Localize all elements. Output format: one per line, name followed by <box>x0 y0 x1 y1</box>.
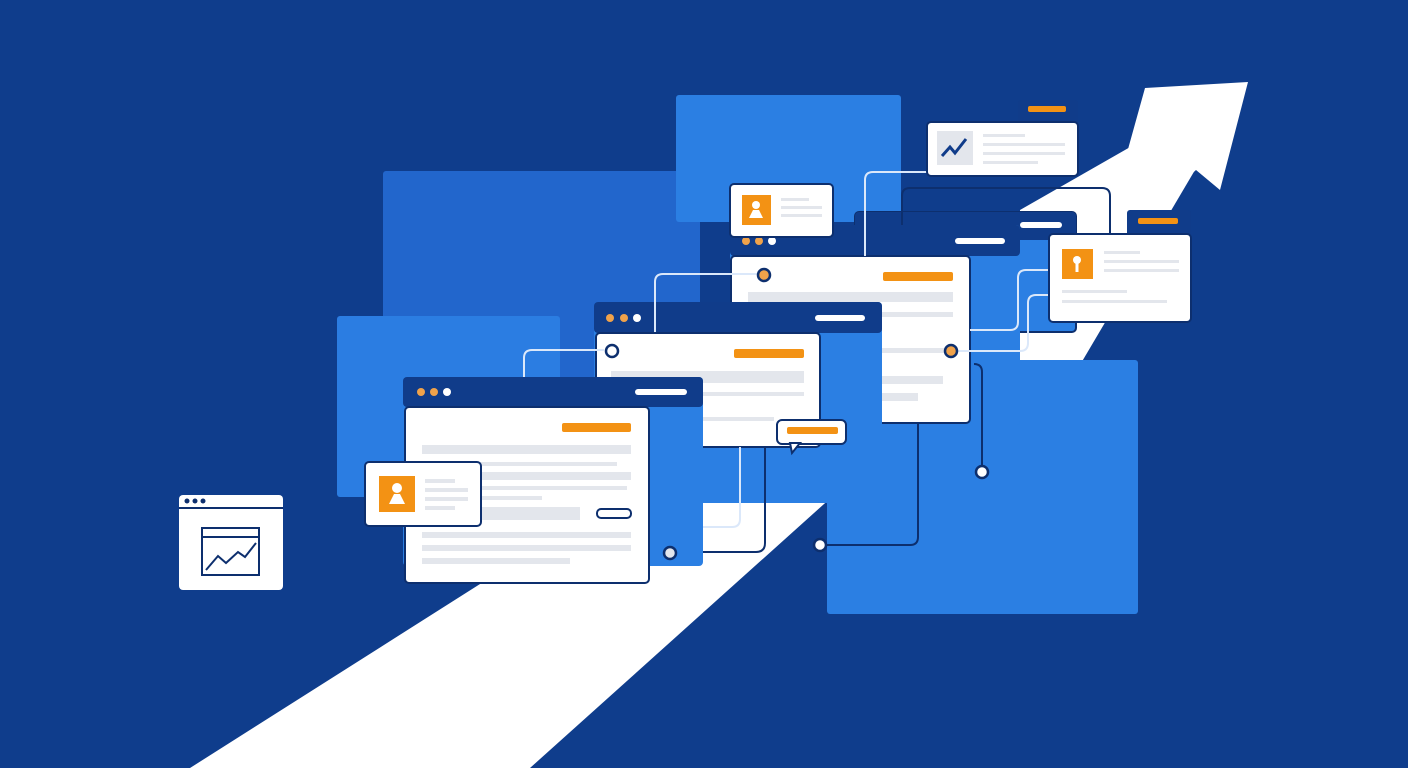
node <box>812 537 828 553</box>
chart-card <box>926 100 1079 177</box>
window-dot <box>742 237 750 245</box>
line-chart-window <box>179 495 283 590</box>
alert-card <box>1048 210 1192 323</box>
accent-bar <box>734 349 804 358</box>
window-dot <box>417 388 425 396</box>
connector-lines <box>523 171 1111 553</box>
window-dot <box>633 314 641 322</box>
node <box>756 267 772 283</box>
window-dot <box>443 388 451 396</box>
node <box>974 464 990 480</box>
user-profile-icon <box>742 195 771 225</box>
node <box>604 343 620 359</box>
connector-nodes <box>604 267 990 561</box>
window-dot <box>620 314 628 322</box>
chart-check-icon <box>937 131 973 165</box>
node <box>943 343 959 359</box>
profile-card <box>364 461 482 527</box>
profile-card <box>729 183 834 238</box>
window-dot <box>768 237 776 245</box>
accent-bar <box>562 423 631 432</box>
alert-keyhole-icon <box>1062 249 1093 279</box>
window-dot <box>430 388 438 396</box>
window-dot <box>755 237 763 245</box>
node <box>662 545 678 561</box>
speech-bubble-icon <box>776 419 847 456</box>
line-chart-icon <box>201 527 260 576</box>
toggle-pill <box>596 508 632 519</box>
window-dot <box>606 314 614 322</box>
user-profile-icon <box>379 476 415 512</box>
accent-bar <box>883 272 953 281</box>
